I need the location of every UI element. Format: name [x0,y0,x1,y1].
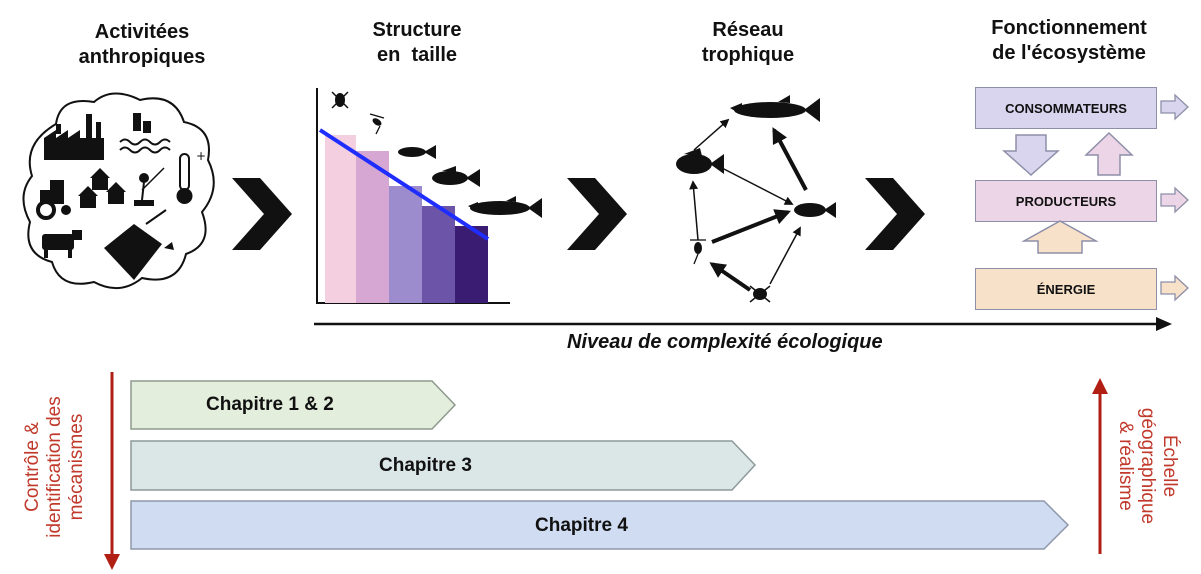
complexity-axis-label: Niveau de complexité écologique [567,331,883,353]
chapter-4-arrow [130,500,1070,550]
copepod-icon [369,113,385,135]
producers-label: PRODUCTEURS [1015,193,1117,209]
energy-box: ÉNERGIE [975,268,1157,310]
factory-icon [44,114,104,160]
size-class-bar-1 [325,135,356,303]
roach-node-icon [794,202,836,218]
header-anthro-line1: Activitées [94,21,190,43]
consumers-output-arrow [1160,93,1189,121]
left-axis-line2: identification des [44,396,65,538]
anthropogenic-activities-cloud: + [22,92,215,289]
consumers-box: CONSOMMATEURS [975,87,1157,129]
header-trophic-line1: Réseau [712,19,784,41]
left-mechanism-axis-arrow [104,372,120,570]
header-size-line1: Structure [372,19,462,41]
size-class-bar-3 [389,186,422,303]
left-axis-label: Contrôle & identification des mécanismes [22,372,88,562]
header-eco-line1: Fonctionnement [991,17,1147,39]
copepod-node-icon [690,239,706,265]
header-trophic-line2: trophique [701,44,795,66]
size-class-bar-5 [455,226,488,303]
header-trophic-network: Réseau trophique [688,18,808,68]
producers-output-arrow [1160,186,1189,214]
arrow-perch-to-pike [693,118,730,151]
size-spectrum-slope [318,128,490,241]
right-axis-label: Échelle géographique & réalisme [1114,396,1180,536]
energy-output-arrow [1160,274,1189,302]
svg-text:+: + [196,149,206,163]
chapter-1-2-arrow [130,380,457,430]
right-axis-line3: & réalisme [1115,421,1136,511]
arrow-zooplankton-to-roach [769,226,801,285]
size-class-bar-2 [356,151,389,303]
left-axis-line1: Contrôle & [22,422,43,512]
ecosystem-flow-arrows [1002,93,1189,302]
size-structure-panel [316,88,542,304]
consumers-to-producers-arrow [1002,134,1060,177]
zooplankton-node-icon [749,285,771,303]
right-axis-line1: Échelle [1159,434,1180,498]
chapter-4-label: Chapitre 4 [535,515,628,536]
houses-icon [78,168,126,208]
fishing-boat-icon [104,209,174,280]
complexity-axis-arrow [314,317,1172,331]
size-class-bar-4 [422,206,455,303]
pike-icon [468,196,542,218]
header-anthro-line2: anthropiques [78,46,206,68]
fisherman-icon [134,167,165,206]
header-ecosystem-functioning: Fonctionnement de l'écosystème [964,16,1174,66]
energy-label: ÉNERGIE [1036,281,1096,297]
chapter-1-2-label: Chapitre 1 & 2 [206,394,334,415]
producers-to-consumers-arrow [1084,131,1134,176]
zooplankton-small-icon [331,91,349,109]
energy-to-producers-arrow [1021,220,1099,254]
chevron-arrow-3 [865,178,925,250]
consumers-label: CONSOMMATEURS [1005,100,1127,116]
small-fish-icon [398,145,436,159]
arrow-copepod-to-roach [711,209,791,244]
arrow-zooplankton-to-copepod [709,262,752,292]
chevron-arrow-1 [232,178,292,250]
right-axis-line2: géographique [1137,407,1158,525]
polluted-water-icon [119,113,171,154]
header-size-line2: en taille [376,44,458,66]
chevron-arrow-2 [567,178,627,250]
chapter-3-label: Chapitre 3 [379,455,472,476]
header-eco-line2: de l'écosystème [992,42,1146,64]
header-anthropogenic-activities: Activitées anthropiques [72,20,212,70]
pike-node-icon [730,95,820,122]
perch-node-icon [676,148,724,174]
left-axis-line3: mécanismes [66,413,87,521]
tractor-icon [36,180,71,220]
right-scale-axis-arrow [1092,378,1108,554]
arrow-roach-to-pike [772,127,808,191]
medium-fish-icon [432,166,480,187]
arrow-plankton-to-perch [689,180,699,241]
arrow-perch-to-roach [721,167,794,205]
cow-icon [42,230,82,258]
thermometer-icon: + [176,149,206,204]
header-size-structure: Structure en taille [357,18,477,68]
trophic-network-panel [676,95,836,303]
chapter-arrows [130,380,1070,550]
producers-box: PRODUCTEURS [975,180,1157,222]
chapter-3-arrow [130,440,757,491]
